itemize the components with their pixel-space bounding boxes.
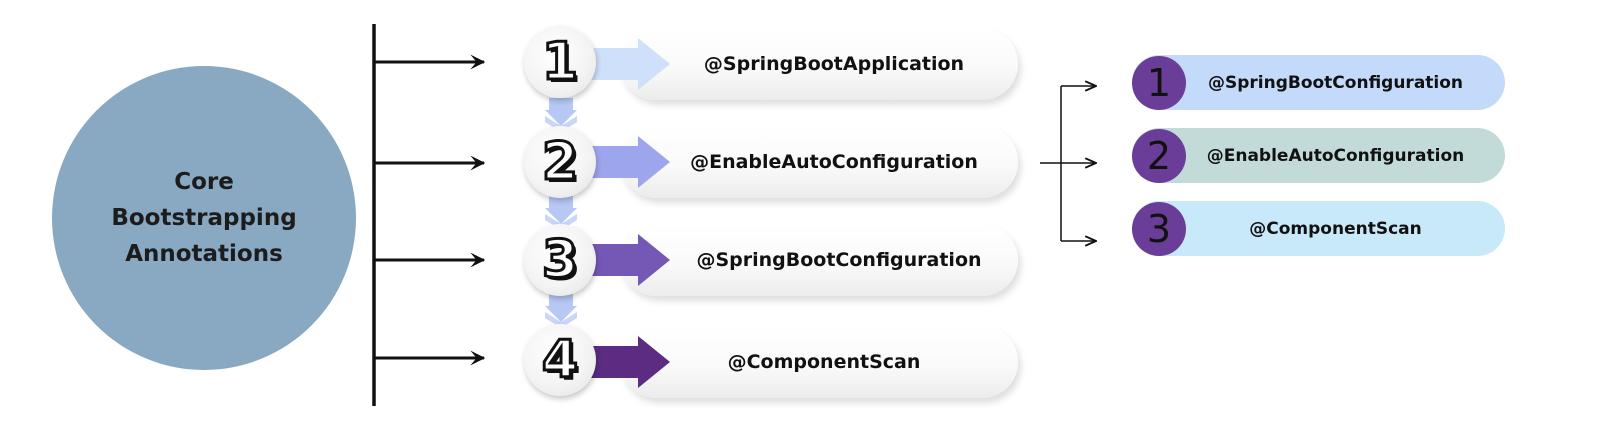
- down-chevron-1: [545, 98, 577, 132]
- detail-label-2: @EnableAutoConfiguration: [1206, 145, 1465, 166]
- detail-number-2: 2: [1132, 128, 1186, 183]
- detail-number-3: 3: [1132, 201, 1186, 256]
- step-arrow-4: [590, 336, 670, 388]
- detail-pill-1: 1 @SpringBootConfiguration: [1132, 55, 1505, 110]
- detail-number-1: 1: [1132, 55, 1186, 110]
- step-badge-3: 3: [524, 224, 596, 296]
- step-pill-2: @EnableAutoConfiguration: [620, 126, 1018, 198]
- step-number-3: 3: [540, 230, 579, 290]
- step-label-4: @ComponentScan: [727, 351, 921, 373]
- step-number-2: 2: [540, 132, 579, 192]
- step-pill-3: @SpringBootConfiguration: [620, 224, 1018, 296]
- step-label-2: @EnableAutoConfiguration: [690, 151, 978, 173]
- step-number-4: 4: [540, 330, 579, 390]
- step-arrow-3: [590, 234, 670, 286]
- step-pill-4: @ComponentScan: [620, 326, 1018, 398]
- down-chevron-3: [545, 294, 577, 328]
- detail-pill-2: 2 @EnableAutoConfiguration: [1132, 128, 1505, 183]
- core-circle: Core Bootstrapping Annotations: [52, 66, 356, 370]
- step-number-1: 1: [540, 32, 579, 92]
- detail-label-1: @SpringBootConfiguration: [1207, 72, 1464, 93]
- step-badge-1: 1: [524, 26, 596, 98]
- detail-pill-3: 3 @ComponentScan: [1132, 201, 1505, 256]
- core-title: Core Bootstrapping Annotations: [111, 169, 297, 267]
- step-label-3: @SpringBootConfiguration: [696, 249, 982, 271]
- detail-label-3: @ComponentScan: [1249, 218, 1422, 239]
- down-chevron-2: [545, 196, 577, 230]
- step-arrow-1: [590, 38, 670, 90]
- step-badge-4: 4: [524, 324, 596, 396]
- step-label-1: @SpringBootApplication: [703, 53, 965, 75]
- step-arrow-2: [590, 136, 670, 188]
- step-badge-2: 2: [524, 126, 596, 198]
- step-pill-1: @SpringBootApplication: [620, 28, 1018, 100]
